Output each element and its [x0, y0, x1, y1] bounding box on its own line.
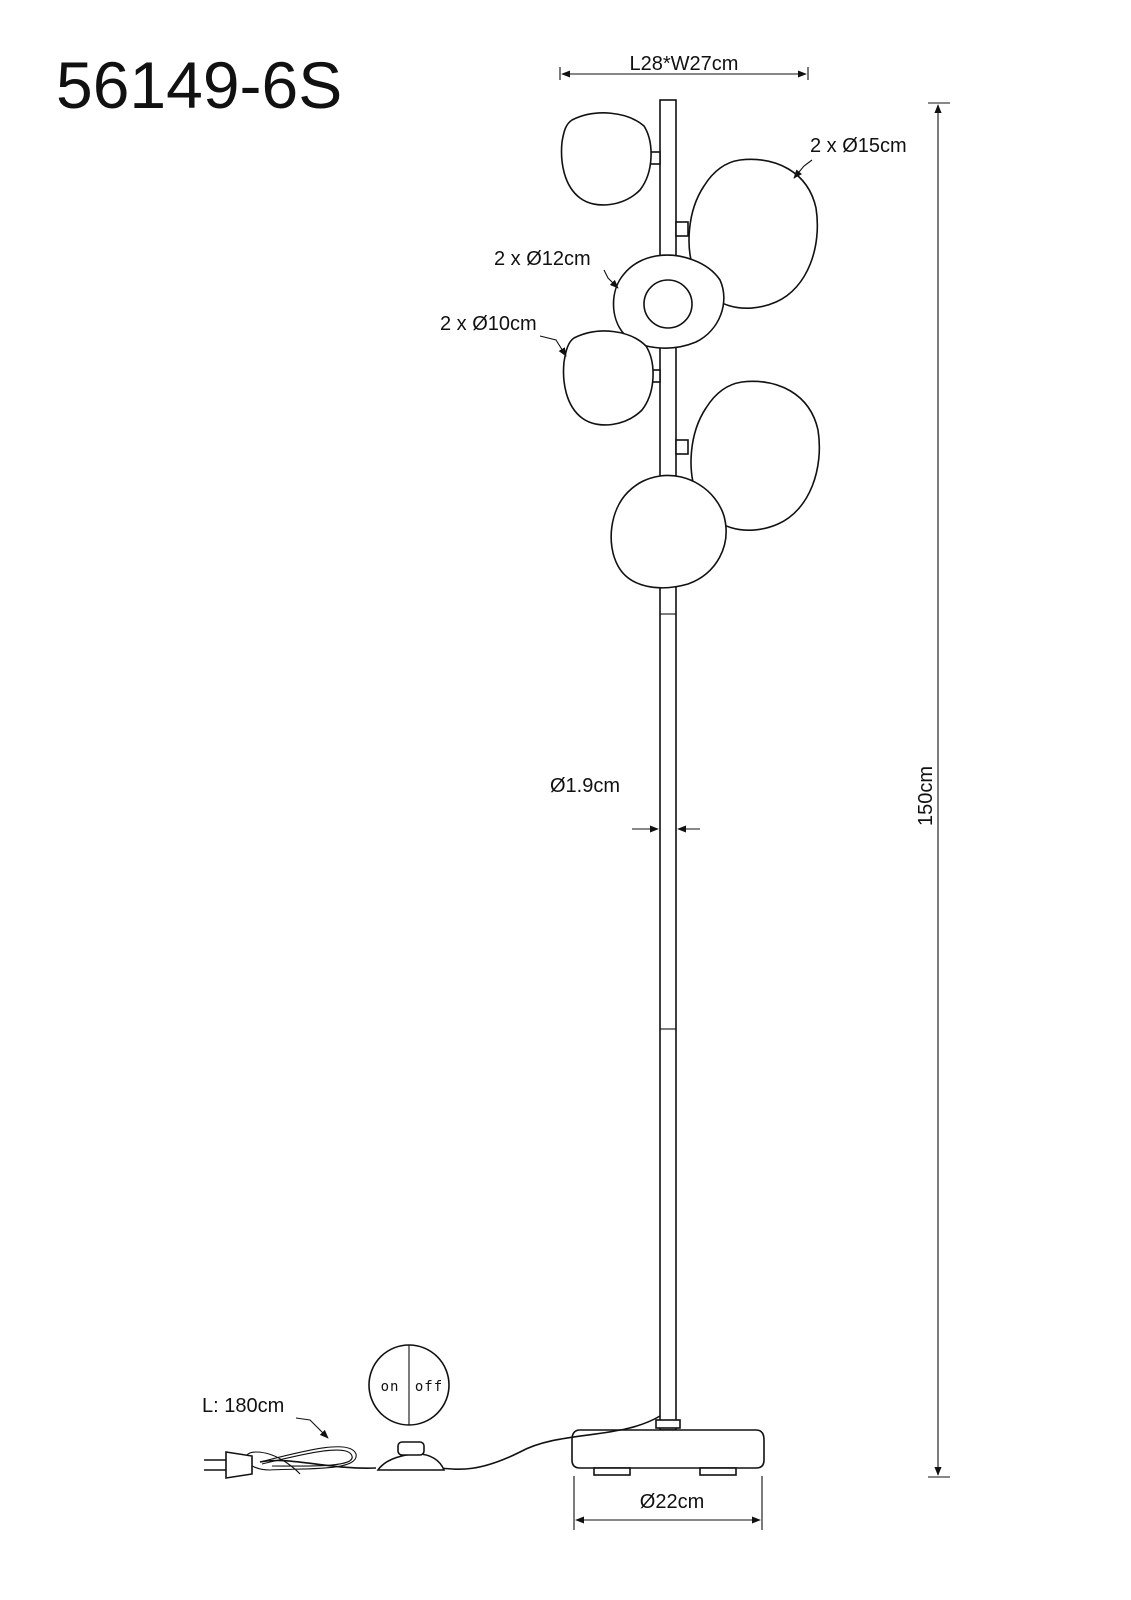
globe-medium-bottom [610, 474, 727, 589]
footprint-dimension: L28*W27cm [559, 53, 809, 80]
pole-diameter-dimension: Ø1.9cm [550, 775, 700, 833]
callout-medium-globe: 2 x Ø12cm [494, 248, 619, 289]
globe-small-top [560, 112, 661, 206]
cable-length-callout: L: 180cm [202, 1395, 329, 1439]
pole-diameter-label: Ø1.9cm [550, 775, 620, 797]
callout-small-globe: 2 x Ø10cm [440, 313, 567, 357]
globe-large-top [675, 158, 819, 309]
base-diameter-dimension: Ø22cm [573, 1476, 763, 1530]
globe-large-lower [675, 380, 821, 531]
globe-medium-label: 2 x Ø12cm [494, 248, 591, 270]
base-diameter-label: Ø22cm [640, 1491, 704, 1513]
callout-large-globe: 2 x Ø15cm [793, 135, 907, 179]
model-number: 56149-6S [56, 48, 342, 122]
lamp-base [571, 1419, 765, 1476]
power-plug [204, 1451, 253, 1479]
footprint-label: L28*W27cm [630, 53, 739, 75]
globe-large-label: 2 x Ø15cm [810, 135, 907, 157]
globe-small-label: 2 x Ø10cm [440, 313, 537, 335]
height-dimension: 150cm [915, 102, 950, 1478]
power-cable [245, 1415, 661, 1475]
foot-switch [376, 1441, 446, 1471]
height-label: 150cm [915, 766, 937, 826]
switch-indicator: on off [368, 1344, 450, 1426]
globe-small-lower [562, 330, 661, 426]
switch-off-label: off [415, 1379, 443, 1395]
globe-medium [612, 254, 725, 349]
cable-length-label: L: 180cm [202, 1395, 284, 1417]
switch-on-label: on [381, 1379, 400, 1395]
